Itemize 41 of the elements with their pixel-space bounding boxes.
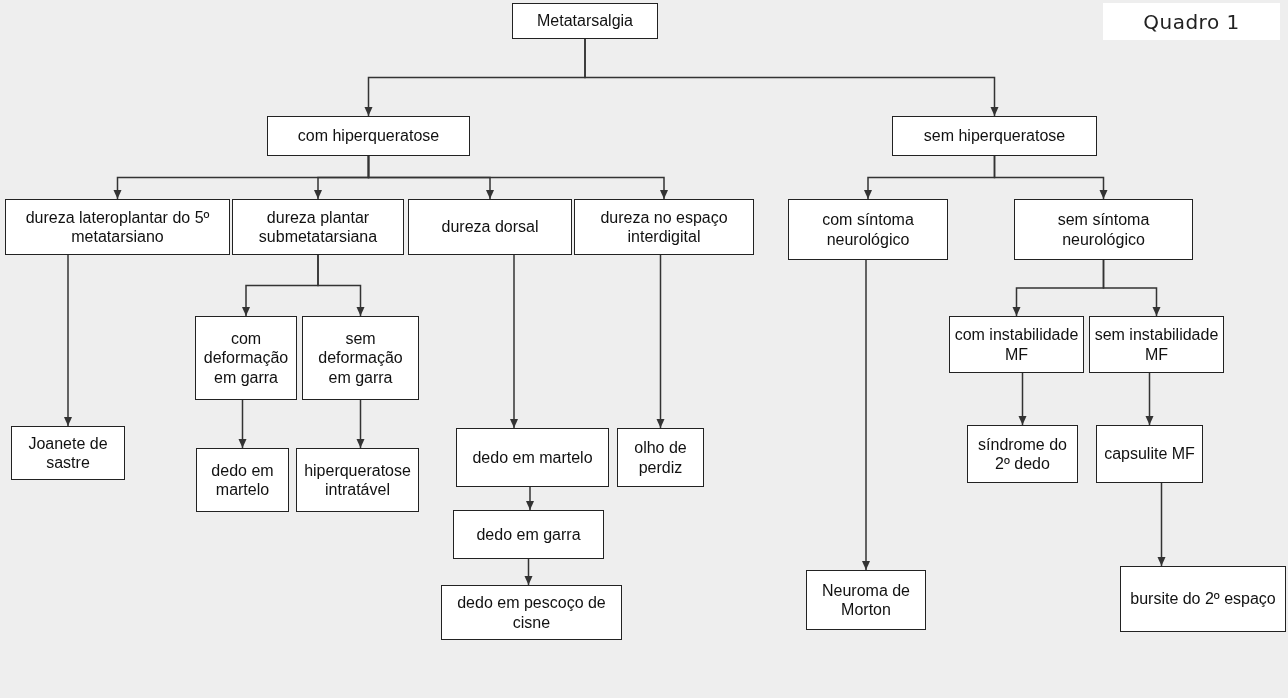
process-box: com hiperqueratose xyxy=(267,116,470,156)
arrow xyxy=(64,254,72,427)
process-box: dureza lateroplantar do 5º metatarsiano xyxy=(5,199,230,255)
arrow xyxy=(993,155,1108,200)
arrow xyxy=(1102,259,1161,317)
arrow xyxy=(584,38,999,117)
process-box: dureza plantar submetatarsiana xyxy=(232,199,404,255)
process-box: com síntoma neurológico xyxy=(788,199,948,260)
process-box: com instabilidade MF xyxy=(949,316,1084,373)
process-box: bursite do 2º espaço xyxy=(1120,566,1286,632)
process-box: com deformação em garra xyxy=(195,316,297,400)
arrow xyxy=(367,155,668,200)
process-box: dureza dorsal xyxy=(408,199,572,255)
process-box: dureza no espaço interdigital xyxy=(574,199,754,255)
arrow xyxy=(524,558,533,586)
arrow xyxy=(510,254,518,429)
process-box: Joanete de sastre xyxy=(11,426,125,480)
process-box: dedo em garra xyxy=(453,510,604,559)
process-box: sem deformação em garra xyxy=(302,316,419,400)
process-box: dedo em martelo xyxy=(456,428,609,487)
process-box: Neuroma de Morton xyxy=(806,570,926,630)
figure-label: Quadro 1 xyxy=(1103,3,1280,40)
arrow xyxy=(656,254,665,429)
process-box: Metatarsalgia xyxy=(512,3,658,39)
process-box: sem instabilidade MF xyxy=(1089,316,1224,373)
arrow xyxy=(1018,372,1027,426)
process-box: capsulite MF xyxy=(1096,425,1203,483)
arrow xyxy=(862,259,870,571)
process-box: hiperqueratose intratável xyxy=(296,448,419,512)
process-box: dedo em pescoço de cisne xyxy=(441,585,622,640)
process-box: sem síntoma neurológico xyxy=(1014,199,1193,260)
process-box: dedo em martelo xyxy=(196,448,289,512)
process-box: síndrome do 2º dedo xyxy=(967,425,1078,483)
arrow xyxy=(317,254,365,317)
arrow xyxy=(356,399,365,449)
arrow xyxy=(1157,482,1166,567)
arrow xyxy=(238,399,247,449)
arrow xyxy=(1145,372,1154,426)
process-box: olho de perdiz xyxy=(617,428,704,487)
arrow xyxy=(526,486,534,511)
process-box: sem hiperqueratose xyxy=(892,116,1097,156)
